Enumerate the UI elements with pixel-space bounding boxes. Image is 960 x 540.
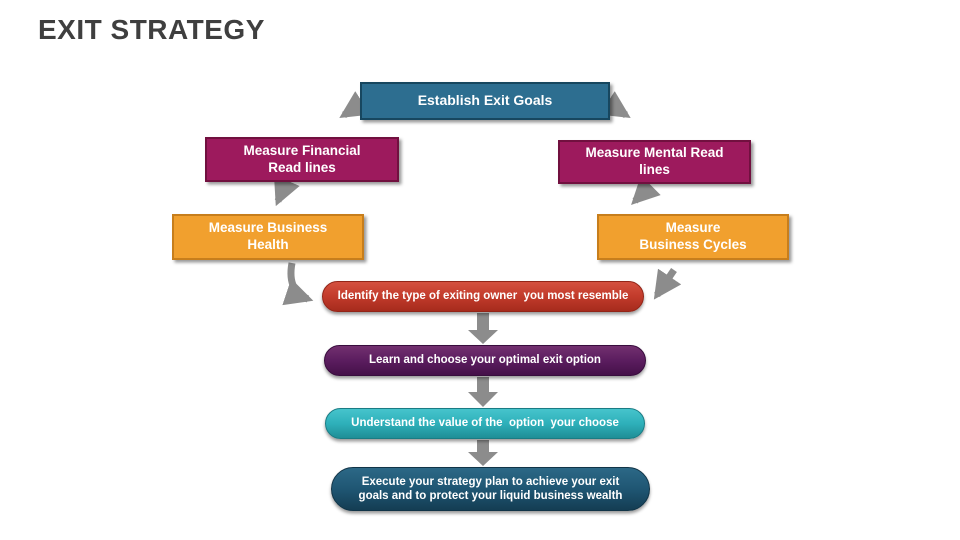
- node-label: Identify the type of exiting owner you m…: [337, 290, 629, 303]
- node-measure-mental-read-lines: Measure Mental Read lines: [558, 140, 751, 184]
- arrow-health-to-identify: [282, 262, 314, 306]
- node-measure-business-health: Measure Business Health: [172, 214, 364, 260]
- node-identify-owner-type: Identify the type of exiting owner you m…: [322, 281, 644, 312]
- node-measure-financial-read-lines: Measure Financial Read lines: [205, 137, 399, 182]
- arrow-financial-to-health: [273, 174, 300, 207]
- node-execute-plan: Execute your strategy plan to achieve yo…: [331, 467, 650, 511]
- node-label: Learn and choose your optimal exit optio…: [369, 354, 601, 367]
- node-label: Measure Financial Read lines: [243, 142, 361, 175]
- arrow-identify-to-learn: [468, 313, 498, 344]
- node-label: Measure Mental Read lines: [585, 145, 724, 177]
- node-establish-exit-goals: Establish Exit Goals: [360, 82, 610, 120]
- arrow-understand-to-execute: [468, 440, 498, 466]
- node-label: Establish Exit Goals: [417, 92, 553, 109]
- node-understand-value: Understand the value of the option your …: [325, 408, 645, 439]
- arrow-mental-to-cycles: [631, 175, 661, 205]
- node-label: Measure Business Cycles: [639, 220, 747, 252]
- node-learn-exit-option: Learn and choose your optimal exit optio…: [324, 345, 646, 376]
- arrow-cycles-to-identify: [653, 268, 682, 300]
- arrow-learn-to-understand: [468, 377, 498, 407]
- node-label: Measure Business Health: [208, 220, 328, 252]
- page-title: EXIT STRATEGY: [38, 14, 265, 45]
- node-label: Understand the value of the option your …: [351, 417, 619, 430]
- node-label: Execute your strategy plan to achieve yo…: [358, 475, 623, 502]
- node-measure-business-cycles: Measure Business Cycles: [597, 214, 789, 260]
